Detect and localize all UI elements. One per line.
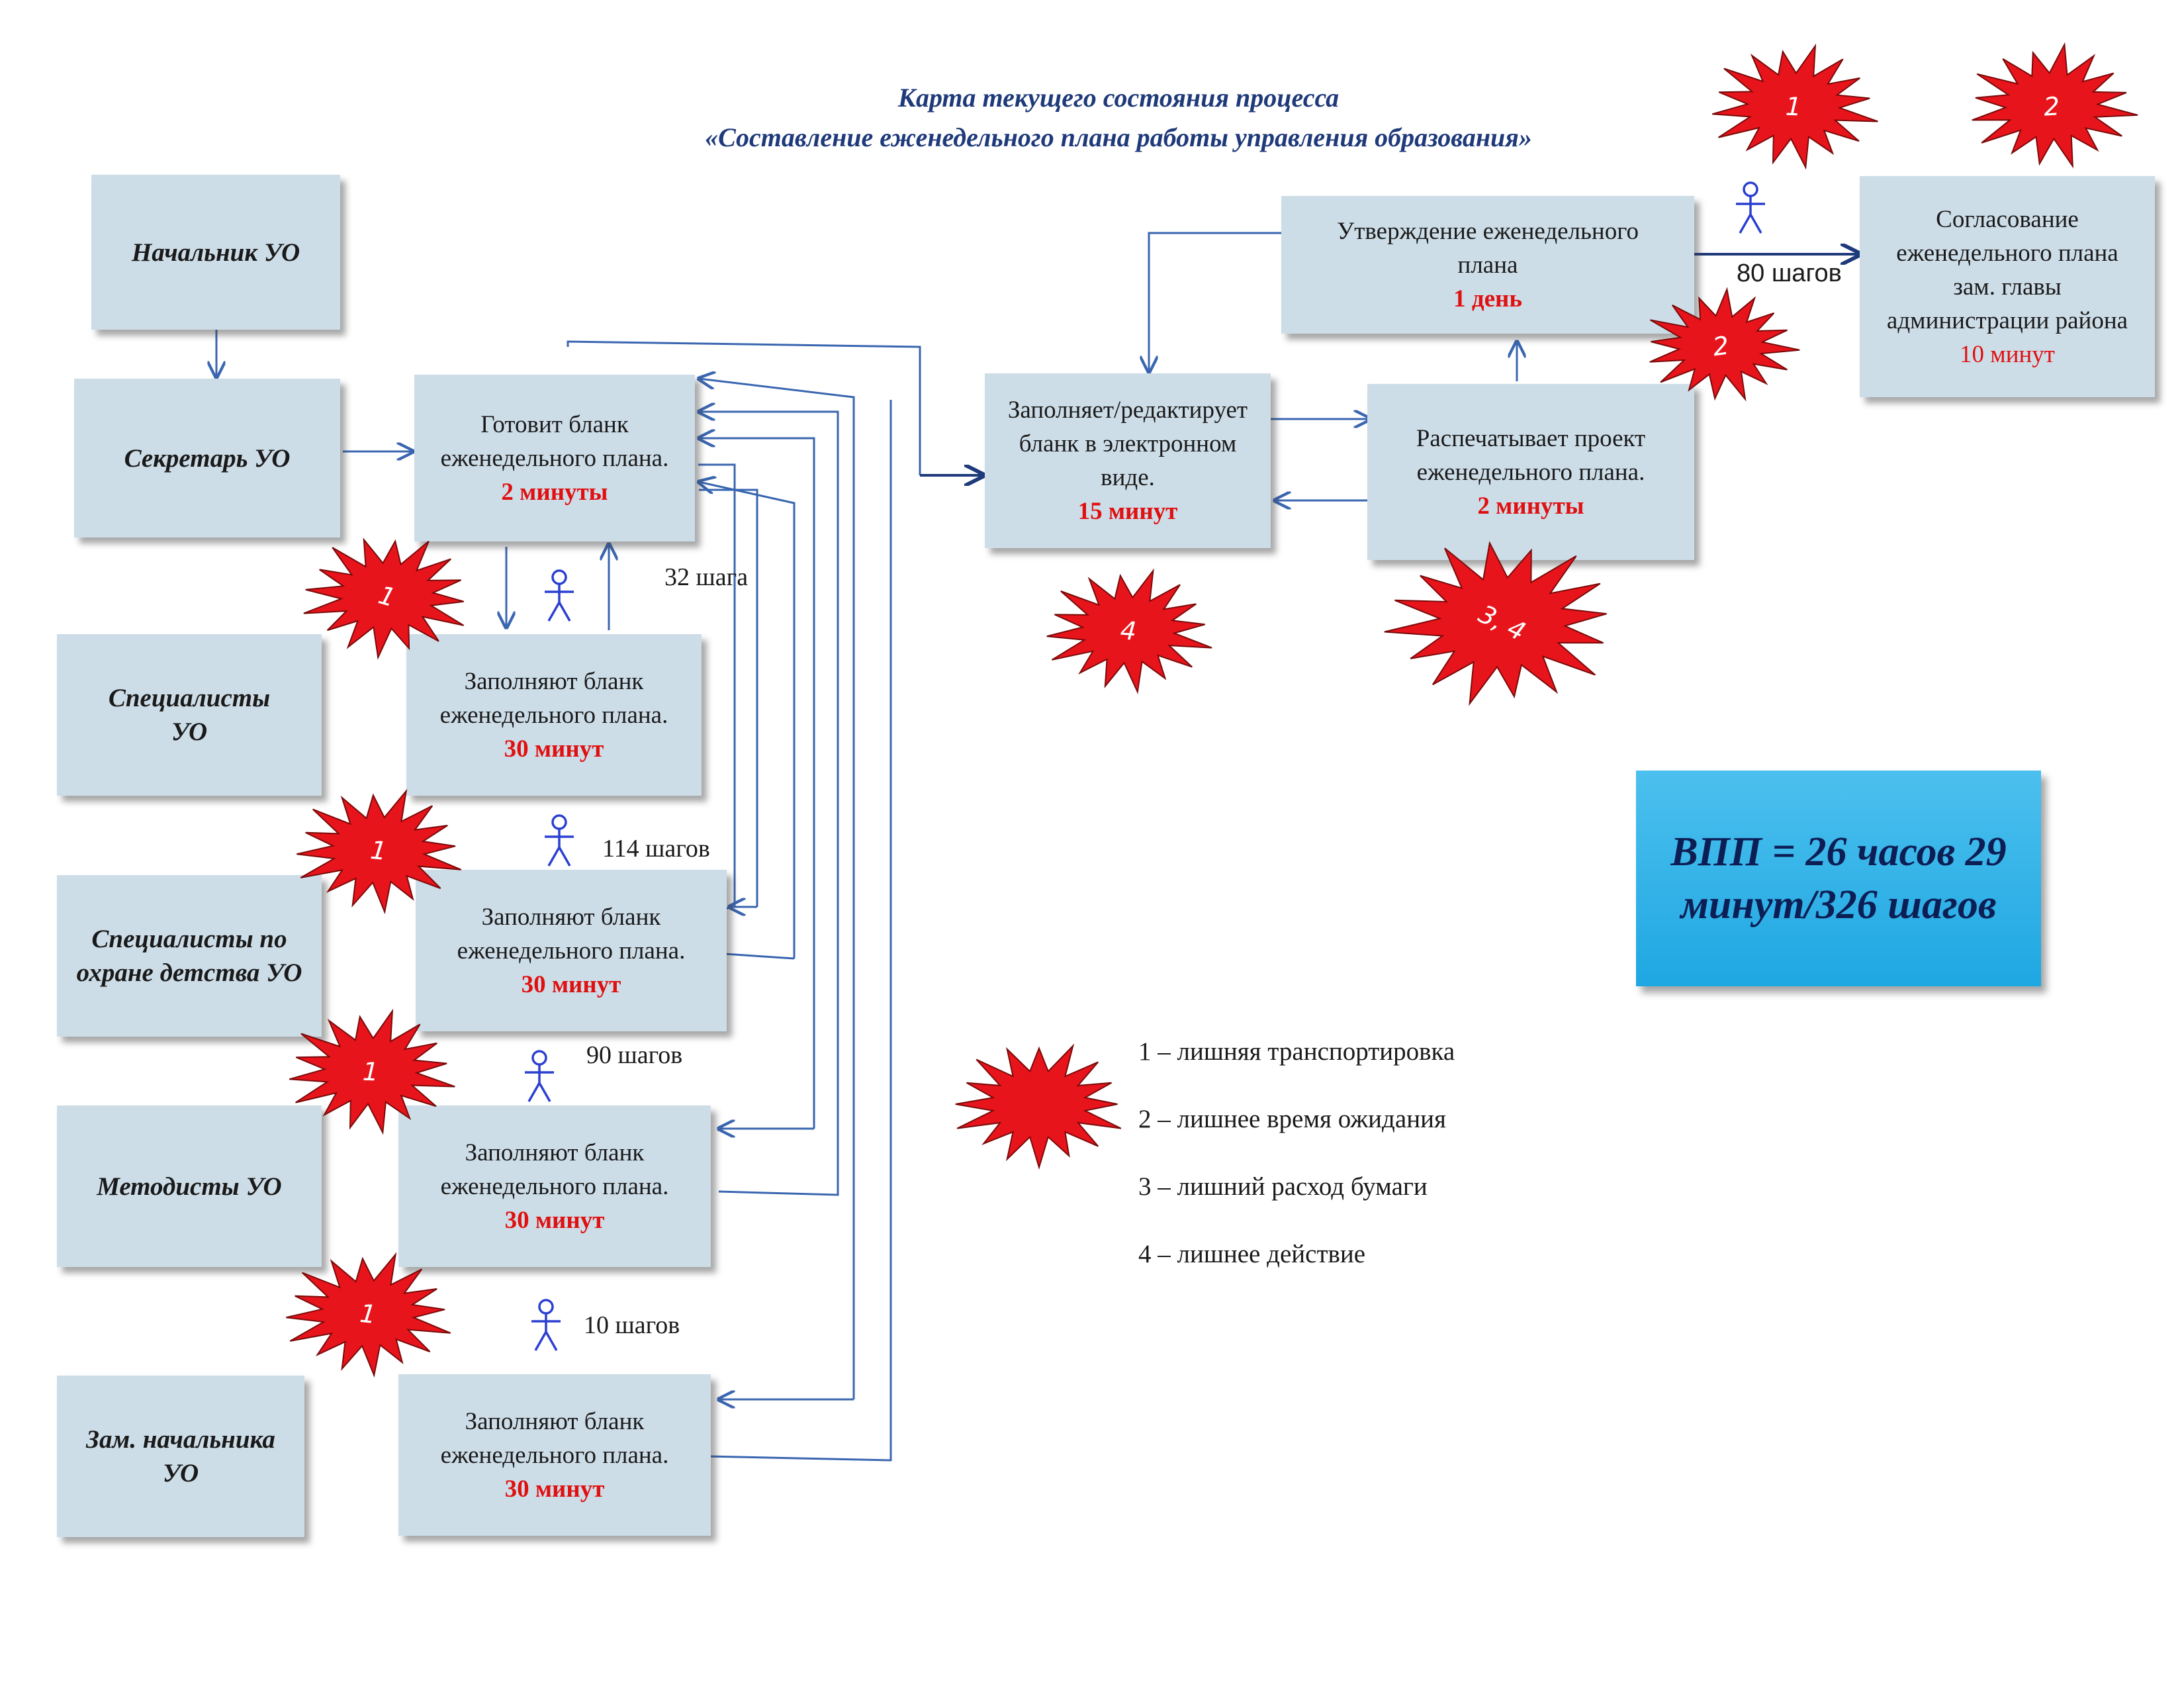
explosion-shape — [296, 788, 462, 915]
waste-marker-label: 4 — [1119, 616, 1137, 646]
waste-marker-label: 2 — [2042, 91, 2060, 122]
waste-marker-top-2: 2 — [1972, 42, 2138, 169]
explosion-shape — [286, 1252, 451, 1378]
explosion-shape — [1711, 43, 1878, 170]
walker-icon — [525, 1050, 554, 1102]
title-line-2: «Составление еженедельного плана работы … — [705, 122, 1532, 152]
waste-marker-methodists: 1 — [286, 1252, 451, 1378]
explosion-shape — [1046, 568, 1212, 694]
waste-marker-label: 1 — [362, 1057, 379, 1087]
explosion-shape — [955, 1043, 1122, 1170]
role-secretary: Секретарь УО — [74, 379, 340, 538]
step-agree-plan: Согласование еженедельного плана зам. гл… — [1860, 176, 2155, 397]
explosion-shape — [1972, 42, 2138, 169]
distance-80: 80 шагов — [1737, 259, 1842, 287]
prepare-to-edit — [567, 340, 921, 475]
waste-marker-print: 3, 4 — [1384, 541, 1607, 706]
legend-waste-icon — [955, 1043, 1122, 1170]
role-methodists: Методисты УО — [57, 1105, 322, 1267]
step-fill-specialists: Заполняют бланк еженедельного плана. 30 … — [406, 634, 702, 796]
waste-marker-edit: 4 — [1046, 568, 1212, 694]
role-chief: Начальник УО — [91, 175, 340, 330]
step-fill-child-protection: Заполняют бланк еженедельного плана. 30 … — [416, 870, 727, 1031]
step-fill-methodists: Заполняют бланк еженедельного плана. 30 … — [398, 1105, 711, 1267]
title-line-1: Карта текущего состояния процесса — [897, 83, 1340, 113]
waste-marker-label: 1 — [1785, 92, 1802, 122]
step-edit-electronic: Заполняет/редактирует бланк в электронно… — [985, 373, 1271, 548]
waste-marker-label: 1 — [359, 1299, 378, 1329]
step-prepare-text: Готовит бланк еженедельного плана. — [440, 410, 669, 472]
walker-icon — [545, 569, 574, 622]
step-prepare-form: Готовит бланк еженедельного плана. 2 мин… — [414, 375, 695, 541]
arrow-child-to-prepare — [714, 952, 795, 960]
distance-114: 114 шагов — [602, 835, 710, 863]
arrow-approve-edit — [1149, 232, 1281, 372]
legend-item-3: 3 – лишний расход бумаги — [1138, 1172, 1428, 1201]
summary-box: ВПП = 26 часов 29 минут/326 шагов — [1636, 771, 2041, 986]
waste-marker-secretary: 1 — [303, 538, 465, 660]
step-prepare-time: 2 минуты — [501, 478, 608, 506]
legend-item-1: 1 – лишняя транспортировка — [1138, 1037, 1455, 1066]
distance-32: 32 шага — [664, 563, 749, 591]
step-fill-deputy: Заполняют бланк еженедельного плана. 30 … — [398, 1374, 711, 1536]
step-print-draft: Распечатывает проект еженедельного плана… — [1367, 384, 1694, 560]
role-deputy: Зам. начальника УО — [57, 1376, 304, 1537]
walker-icon — [1736, 181, 1765, 234]
legend-item-4: 4 – лишнее действие — [1138, 1240, 1366, 1268]
role-child-protection: Специалисты по охране детства УО — [57, 875, 322, 1037]
step-approve-plan: Утверждение еженедельного плана 1 день — [1281, 196, 1694, 334]
waste-marker-label: 1 — [369, 835, 388, 866]
return-deputy-loop — [699, 379, 855, 1399]
distance-90: 90 шагов — [586, 1041, 683, 1069]
legend-item-2: 2 – лишнее время ожидания — [1138, 1105, 1446, 1133]
waste-marker-child-protection: 1 — [289, 1008, 455, 1135]
distance-10: 10 шагов — [584, 1311, 680, 1339]
explosion-shape — [289, 1008, 455, 1135]
out-deputy — [707, 400, 892, 1462]
walker-icon — [545, 814, 574, 867]
summary-text: ВПП = 26 часов 29 минут/326 шагов — [1670, 829, 2007, 927]
return-to-child — [699, 489, 758, 907]
walker-icon — [531, 1299, 561, 1351]
return-methodists-loop — [699, 438, 815, 1129]
out-methodists — [699, 412, 839, 1196]
explosion-shape — [1649, 287, 1800, 402]
explosion-shape — [1384, 541, 1607, 706]
waste-marker-approve: 2 — [1649, 287, 1800, 402]
explosion-shape — [303, 538, 465, 660]
waste-marker-specialists: 1 — [296, 788, 462, 915]
role-specialists: Специалисты УО — [57, 634, 322, 796]
waste-marker-top-1: 1 — [1711, 43, 1878, 170]
